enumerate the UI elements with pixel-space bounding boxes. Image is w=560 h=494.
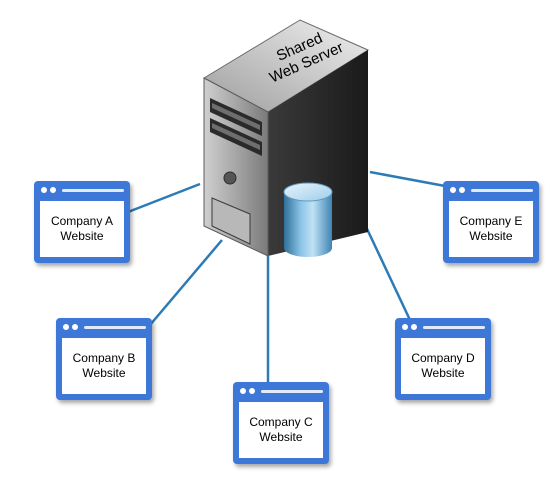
website-label: Company C Website: [239, 402, 323, 458]
site-name: Company B: [72, 351, 136, 365]
website-window-company-c: Company C Website: [233, 382, 329, 464]
window-dot-icon: [41, 187, 47, 193]
window-dot-icon: [459, 187, 465, 193]
site-name: Company E: [459, 214, 523, 228]
window-title-bar: [395, 318, 491, 336]
site-type: Website: [259, 430, 303, 444]
website-window-company-a: Company A Website: [34, 181, 130, 263]
window-dot-icon: [50, 187, 56, 193]
website-window-company-d: Company D Website: [395, 318, 491, 400]
window-dot-icon: [402, 324, 408, 330]
window-dot-icon: [249, 388, 255, 394]
site-type: Website: [421, 366, 465, 380]
link-company-a: [127, 182, 201, 214]
window-dot-icon: [72, 324, 78, 330]
window-tab-line: [471, 189, 533, 192]
window-title-bar: [56, 318, 152, 336]
window-dot-icon: [63, 324, 69, 330]
site-name: Company A: [50, 214, 114, 228]
power-button-icon: [223, 171, 237, 185]
drive-bay-1-highlight: [212, 103, 260, 130]
window-dot-icon: [450, 187, 456, 193]
window-title-bar: [233, 382, 329, 400]
site-type: Website: [60, 229, 104, 243]
website-label: Company D Website: [401, 338, 485, 394]
window-title-bar: [34, 181, 130, 199]
site-type: Website: [469, 229, 513, 243]
website-window-company-b: Company B Website: [56, 318, 152, 400]
database-icon: [283, 182, 333, 257]
window-tab-line: [62, 189, 124, 192]
link-company-d: [358, 213, 412, 321]
window-dot-icon: [240, 388, 246, 394]
link-company-e: [369, 170, 446, 188]
site-name: Company C: [249, 415, 313, 429]
window-tab-line: [261, 390, 323, 393]
link-company-b: [149, 239, 223, 326]
website-label: Company A Website: [40, 201, 124, 257]
window-dot-icon: [411, 324, 417, 330]
website-label: Company B Website: [62, 338, 146, 394]
window-tab-line: [84, 326, 146, 329]
site-name: Company D: [411, 351, 475, 365]
site-type: Website: [82, 366, 126, 380]
drive-bay-2-highlight: [212, 123, 260, 150]
website-label: Company E Website: [449, 201, 533, 257]
website-window-company-e: Company E Website: [443, 181, 539, 263]
window-tab-line: [423, 326, 485, 329]
window-title-bar: [443, 181, 539, 199]
server-lower-panel: [211, 197, 251, 245]
